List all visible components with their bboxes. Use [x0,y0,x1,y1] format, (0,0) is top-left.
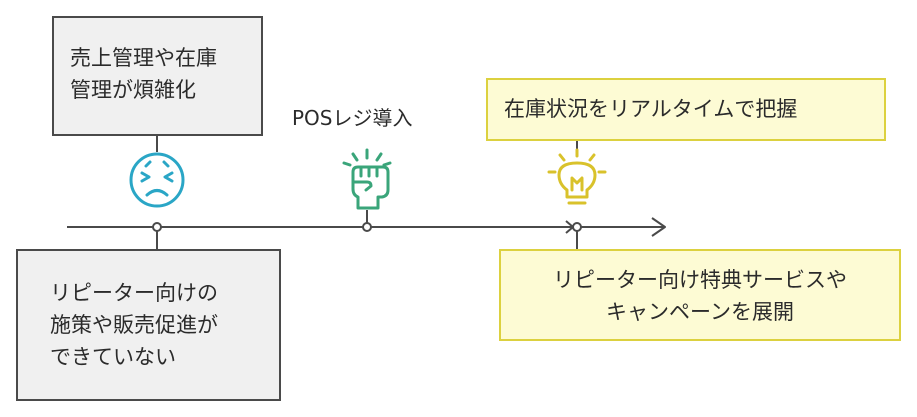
timeline-node-1 [152,222,162,232]
problem-marketing-line2: 施策や販売促進が [50,313,218,337]
milestone-label: POSレジ導入 [292,106,413,130]
problem-box-marketing: リピーター向けの 施策や販売促進が できていない [16,249,281,401]
problem-marketing-line3: できていない [50,345,176,369]
stressed-face-icon [129,152,185,208]
result-campaign-line2: キャンペーンを展開 [606,300,794,324]
timeline-node-2 [362,222,372,232]
timeline-arrowhead [651,217,666,237]
problem-box-management: 売上管理や在庫 管理が煩雑化 [52,16,263,136]
lightbulb-icon [547,148,607,205]
result-box-inventory: 在庫状況をリアルタイムで把握 [486,78,886,141]
raised-fist-icon [342,148,392,210]
problem-management-line2: 管理が煩雑化 [70,78,196,102]
result-inventory-text: 在庫状況をリアルタイムで把握 [504,97,798,121]
problem-management-line1: 売上管理や在庫 [70,46,217,70]
result-box-campaign: リピーター向け特典サービスや キャンペーンを展開 [499,249,901,341]
timeline-node-3 [572,222,582,232]
problem-marketing-line1: リピーター向けの [50,281,218,305]
result-campaign-line1: リピーター向け特典サービスや [553,268,847,292]
